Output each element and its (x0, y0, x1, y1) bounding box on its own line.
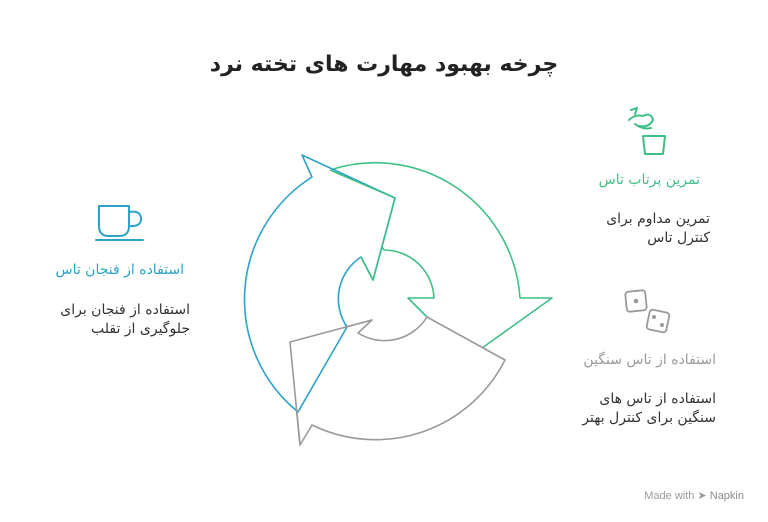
napkin-logo-icon: ➤ (697, 490, 707, 502)
dice-throw-icon (625, 106, 673, 162)
cup-icon (95, 202, 147, 246)
step-description-cup: استفاده از فنجان برای جلوگیری از تقلب (60, 302, 190, 337)
diagram-title: چرخه بهبود مهارت های تخته نرد (209, 52, 559, 77)
cycle-arrow-gray (289, 316, 506, 446)
step-description-practice: تمرین مداوم برای کنترل تاس (606, 211, 710, 246)
step-label-practice: تمرین پرتاب تاس (598, 172, 700, 188)
step-label-cup: استفاده از فنجان تاس (55, 262, 184, 278)
made-with-text: Made with (644, 490, 695, 502)
step-label-heavy-dice: استفاده از تاس سنگین (583, 352, 716, 368)
cycle-arrow-blue (243, 154, 396, 413)
step-description-heavy-dice: استفاده از تاس های سنگین برای کنترل بهتر (582, 391, 716, 426)
napkin-brand: Napkin (709, 490, 744, 502)
dice-icon (623, 288, 673, 340)
napkin-watermark[interactable]: Made with ➤ Napkin (644, 489, 744, 502)
